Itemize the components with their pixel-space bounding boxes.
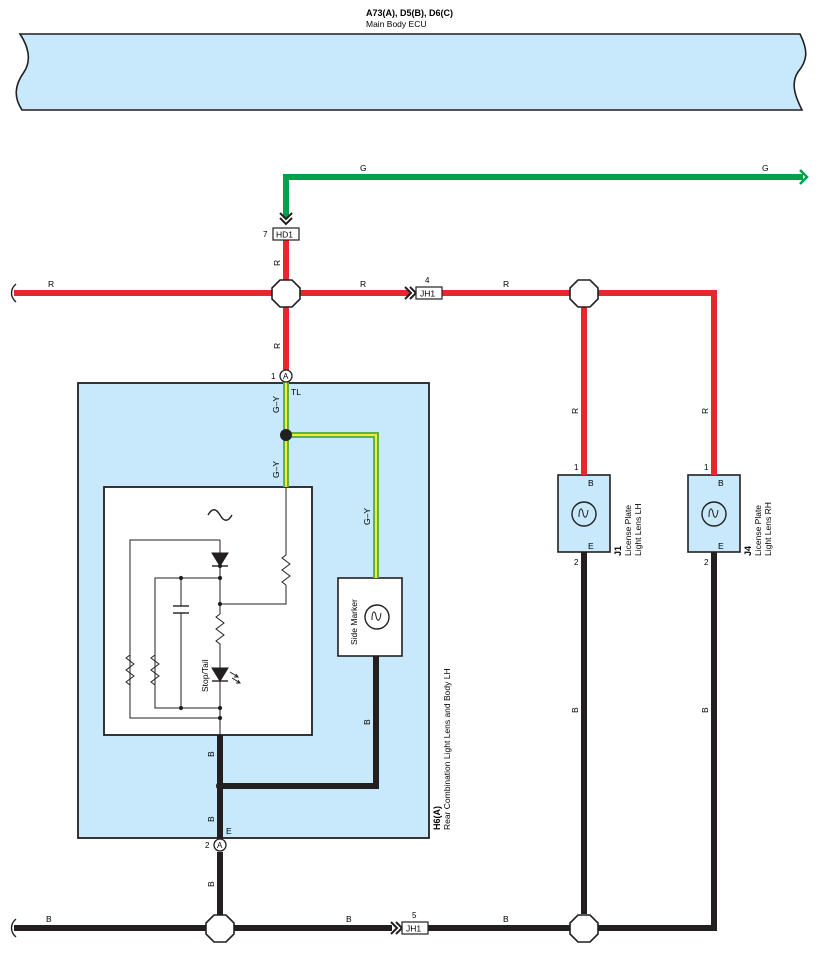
label-b-marker: B xyxy=(362,719,372,725)
svg-text:HD1: HD1 xyxy=(276,230,293,240)
svg-text:1: 1 xyxy=(704,463,709,472)
wire-labels: G G R R R R R R R G–Y G–Y G–Y B B B B B … xyxy=(46,163,769,924)
led-icon xyxy=(211,667,229,682)
left-wire-end-bottom xyxy=(10,918,17,938)
left-wire-end-top xyxy=(10,283,17,303)
label-g-right: G xyxy=(762,163,769,173)
plate-rh: B E 1 2 J4 License Plate Light Lens RH xyxy=(701,463,773,567)
rear-lamp-name: Rear Combination Light Lens and Body LH xyxy=(442,668,452,830)
plate-lh-box xyxy=(557,474,611,553)
side-marker-label: Side Marker xyxy=(349,599,359,645)
label-b-upper: B xyxy=(206,751,216,757)
label-r-mid: R xyxy=(360,279,366,289)
svg-text:7: 7 xyxy=(263,230,268,239)
label-r-lh-vert: R xyxy=(570,408,580,414)
stop-tail-label: Stop/Tail xyxy=(200,659,210,692)
svg-text:2: 2 xyxy=(205,841,210,850)
label-b-out: B xyxy=(206,881,216,887)
label-b-bottom-left: B xyxy=(46,914,52,924)
rear-lamp-code: H6(A) xyxy=(432,806,442,830)
red-wires xyxy=(14,240,717,475)
resistor-gy-icon xyxy=(281,487,291,586)
svg-text:A: A xyxy=(217,841,223,850)
main-body-ecu: A73(A), D5(B), D6(C) Main Body ECU xyxy=(15,8,807,111)
plate-lh-name1: License Plate xyxy=(623,505,633,556)
svg-text:2: 2 xyxy=(574,558,579,567)
svg-text:TL: TL xyxy=(291,387,301,397)
diode-icon xyxy=(211,552,229,567)
connector-jh1-bottom: JH1 5 xyxy=(401,911,429,935)
plate-rh-name2: Light Lens RH xyxy=(763,502,773,556)
label-r-lower-vert: R xyxy=(272,343,282,349)
splice-r-right xyxy=(569,279,599,308)
stop-tail-circuit xyxy=(125,487,291,735)
h6-pin-bottom: A 2 E xyxy=(205,826,232,852)
ecu-name: Main Body ECU xyxy=(366,19,426,29)
jh1-bottom-chevron xyxy=(390,921,404,935)
ground-junction xyxy=(216,782,224,790)
h6-pin-top: A 1 TL xyxy=(271,369,301,397)
plate-rh-box xyxy=(687,474,741,553)
svg-text:JH1: JH1 xyxy=(406,924,421,934)
resistor-left-2-icon xyxy=(150,654,160,686)
label-b-lower: B xyxy=(206,816,216,822)
splice-points xyxy=(205,279,599,943)
ecu-codes: A73(A), D5(B), D6(C) xyxy=(366,8,453,18)
resistor-led-icon xyxy=(215,613,225,668)
svg-text:E: E xyxy=(718,541,724,551)
plate-lh-name2: Light Lens LH xyxy=(633,504,643,556)
svg-text:E: E xyxy=(588,541,594,551)
plate-lh: B E 1 2 J1 License Plate Light Lens LH xyxy=(571,463,643,567)
label-b-lh: B xyxy=(570,707,580,713)
label-r-right: R xyxy=(503,279,509,289)
svg-text:5: 5 xyxy=(412,911,417,920)
splice-b-right xyxy=(569,914,599,943)
svg-text:2: 2 xyxy=(704,558,709,567)
plate-rh-name1: License Plate xyxy=(753,505,763,556)
plate-rh-bulb-icon xyxy=(701,501,727,527)
connector-hd1: HD1 7 xyxy=(263,227,300,241)
svg-text:1: 1 xyxy=(574,463,579,472)
label-r-left: R xyxy=(48,279,54,289)
plate-lh-bulb-icon xyxy=(571,501,597,527)
hd1-chevron xyxy=(279,212,293,226)
ac-symbol-icon xyxy=(207,509,233,521)
resistor-left-1-icon xyxy=(125,654,135,686)
label-b-bottom-right: B xyxy=(503,914,509,924)
gy-splice xyxy=(280,429,292,441)
connector-jh1-top: JH1 4 xyxy=(415,276,443,300)
side-marker-bulb-icon xyxy=(364,604,390,630)
label-gy-marker: G–Y xyxy=(362,508,372,525)
label-gy-lower: G–Y xyxy=(271,461,281,478)
svg-text:JH1: JH1 xyxy=(420,289,435,299)
black-wires xyxy=(14,552,717,931)
label-g-left: G xyxy=(360,163,367,173)
svg-text:E: E xyxy=(226,826,232,836)
plate-rh-code: J4 xyxy=(743,546,753,556)
svg-text:A: A xyxy=(283,372,289,381)
side-marker-box xyxy=(337,577,403,657)
stop-tail-box xyxy=(103,486,313,736)
splice-b-left xyxy=(205,914,235,943)
svg-text:B: B xyxy=(718,478,724,488)
svg-text:1: 1 xyxy=(271,372,276,381)
label-gy-upper: G–Y xyxy=(271,396,281,413)
splice-r-left xyxy=(271,279,301,308)
green-wire xyxy=(283,169,809,218)
ecu-box xyxy=(15,33,807,111)
label-r-rh-vert: R xyxy=(700,408,710,414)
label-r-upper-vert: R xyxy=(272,260,282,266)
plate-lh-code: J1 xyxy=(613,546,623,556)
label-b-bottom-mid: B xyxy=(346,914,352,924)
label-b-rh: B xyxy=(700,707,710,713)
svg-text:4: 4 xyxy=(425,276,430,285)
svg-text:B: B xyxy=(588,478,594,488)
